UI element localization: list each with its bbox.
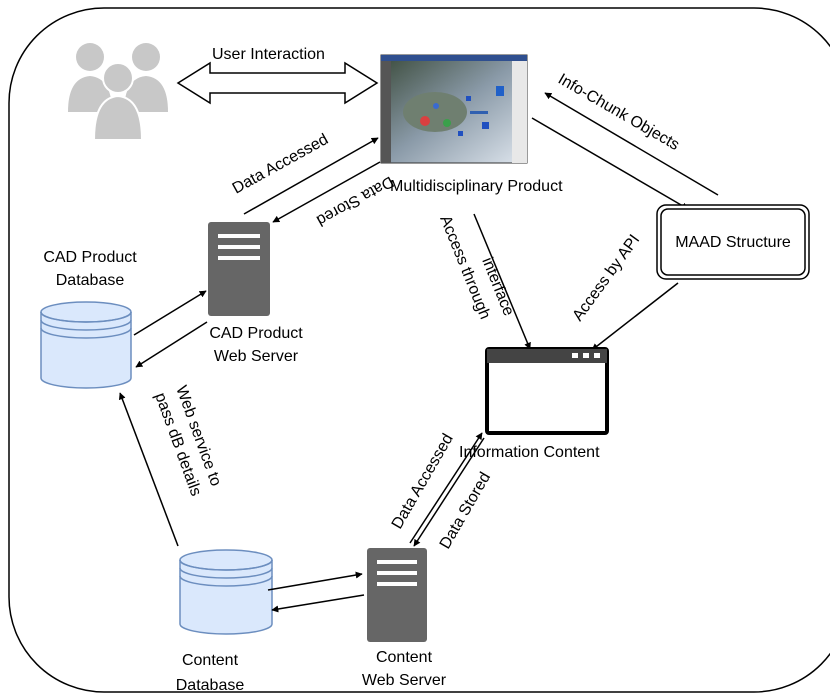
outer-frame (8, 7, 830, 693)
cad-db-to-server-arrow (133, 290, 207, 336)
cad-server-label-line2: Web Server (214, 348, 299, 365)
cad-db-label-line2: Database (56, 272, 125, 289)
cad-server-to-db-arrow (135, 321, 208, 368)
info-chunk-objects-label: Info-Chunk Objects (555, 71, 682, 154)
content-db-label-line1: Content (182, 652, 239, 669)
cad-server-label-line1: CAD Product (209, 325, 303, 342)
content-server-icon (367, 548, 427, 642)
data-stored-label-bottom: Data Stored (437, 470, 494, 552)
content-server-label-line2: Web Server (362, 672, 447, 689)
information-content-label: Information Content (459, 444, 600, 461)
access-through-interface-arrow (473, 213, 531, 350)
access-by-api-arrow (591, 282, 679, 351)
user-interaction-label: User Interaction (212, 46, 325, 63)
data-stored-arrow-top (272, 161, 381, 223)
access-by-api-label: Access by API (569, 232, 643, 325)
info-chunk-arrow (544, 92, 719, 196)
data-accessed-arrow-bottom (409, 432, 483, 544)
multidisciplinary-product-label: Multidisciplinary Product (390, 178, 563, 195)
content-db-label-line2: Database (176, 677, 245, 694)
browser-window-icon (485, 347, 609, 435)
cad-db-label-line1: CAD Product (43, 249, 137, 266)
content-server-label-line1: Content (376, 649, 433, 666)
data-accessed-arrow-top (243, 137, 379, 215)
content-db-to-server-arrow (267, 571, 363, 591)
user-interaction-arrow (176, 61, 379, 105)
cad-product-database-icon (40, 301, 132, 389)
data-accessed-label-bottom: Data Accessed (389, 431, 457, 532)
content-database-icon (179, 549, 273, 635)
maad-structure-box: MAAD Structure (656, 204, 810, 280)
content-server-to-db-arrow (271, 594, 365, 613)
data-accessed-label-top: Data Accessed (230, 131, 332, 198)
users-group-icon (68, 43, 168, 141)
product-to-maad-arrow (531, 117, 689, 210)
data-stored-arrow-bottom (413, 437, 485, 547)
web-service-arrow (118, 392, 179, 547)
data-stored-label-top: Data Stored (313, 173, 396, 229)
maad-structure-label: MAAD Structure (675, 234, 791, 251)
cad-product-server-icon (208, 222, 270, 316)
product-screenshot-image (380, 54, 528, 164)
